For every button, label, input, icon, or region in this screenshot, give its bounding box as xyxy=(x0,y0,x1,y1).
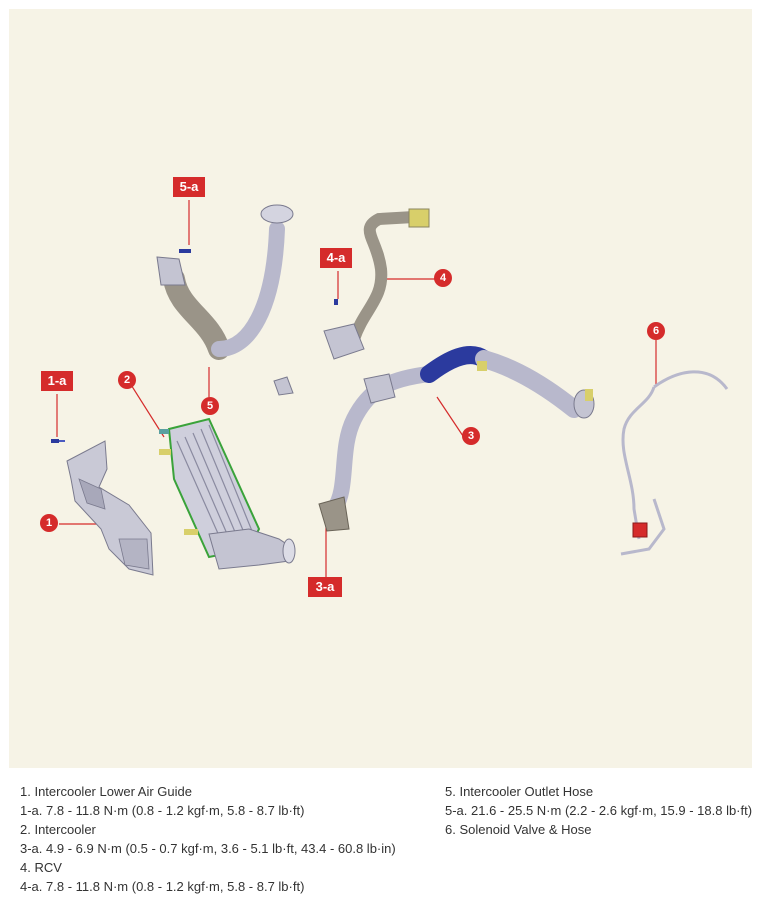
callout-4a: 4-a xyxy=(320,248,352,268)
legend-item: 3-a. 4.9 - 6.9 N·m (0.5 - 0.7 kgf·m, 3.6… xyxy=(20,841,396,856)
intercooler-outlet-hose xyxy=(156,204,294,396)
legend-item: 1. Intercooler Lower Air Guide xyxy=(20,784,192,799)
legend-item: 5. Intercooler Outlet Hose xyxy=(445,784,594,799)
legend-item: 4. RCV xyxy=(20,860,62,875)
parts-illustration xyxy=(51,200,729,577)
legend-item: 4-a. 7.8 - 11.8 N·m (0.8 - 1.2 kgf·m, 5.… xyxy=(20,879,305,894)
legend-right-column: 5. Intercooler Outlet Hose 5-a. 21.6 - 2… xyxy=(445,782,752,839)
intercooler-lower-air-guide xyxy=(66,440,154,576)
callout-3: 3 xyxy=(462,427,480,445)
rcv-pipe xyxy=(323,208,430,360)
callout-4: 4 xyxy=(434,269,452,287)
callout-2: 2 xyxy=(118,371,136,389)
legend-left-column: 1. Intercooler Lower Air Guide 1-a. 7.8 … xyxy=(20,782,396,896)
legend-item: 6. Solenoid Valve & Hose xyxy=(445,822,592,837)
exploded-parts-diagram: 5-a 1-a 4-a 3-a 2 1 5 4 3 6 xyxy=(9,9,752,768)
leader-lines xyxy=(56,200,657,577)
legend-item: 5-a. 21.6 - 25.5 N·m (2.2 - 2.6 kgf·m, 1… xyxy=(445,803,753,818)
solenoid-valve-hose xyxy=(620,370,729,556)
callout-5a: 5-a xyxy=(173,177,205,197)
callout-3a: 3-a xyxy=(308,577,342,597)
callout-6: 6 xyxy=(647,322,665,340)
callout-1: 1 xyxy=(40,514,58,532)
legend-item: 1-a. 7.8 - 11.8 N·m (0.8 - 1.2 kgf·m, 5.… xyxy=(20,803,305,818)
intercooler xyxy=(159,417,296,570)
callout-1a: 1-a xyxy=(41,371,73,391)
intercooler-inlet-hose xyxy=(318,346,595,532)
callout-5: 5 xyxy=(201,397,219,415)
bolt-1a xyxy=(51,439,65,443)
legend-item: 2. Intercooler xyxy=(20,822,96,837)
